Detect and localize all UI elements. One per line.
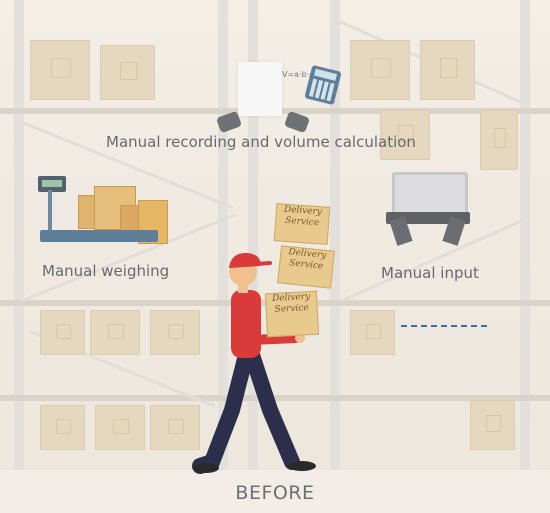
shelf-carton <box>380 110 430 160</box>
shelf-carton <box>150 310 200 355</box>
package-box: Delivery Service <box>277 245 335 289</box>
package-box: Delivery Service <box>264 290 320 338</box>
dashed-line <box>401 325 487 327</box>
shelf-upright <box>14 0 24 513</box>
paper-sheet <box>238 62 282 116</box>
recording-label: Manual recording and volume calculation <box>106 133 416 151</box>
package-box: Delivery Service <box>273 203 331 245</box>
shelf-upright <box>330 0 340 513</box>
shelf-carton <box>90 310 140 355</box>
floor <box>0 470 550 513</box>
shelf-carton <box>100 45 155 100</box>
volume-formula: V=a·b·c <box>282 70 314 79</box>
shelf-carton <box>350 40 410 100</box>
shelf-carton <box>40 405 85 450</box>
shelf-beam <box>0 395 550 401</box>
shelf-carton <box>150 405 200 450</box>
input-label: Manual input <box>381 264 479 282</box>
shelf-carton <box>95 405 145 450</box>
weighing-label: Manual weighing <box>42 262 170 280</box>
shelf-carton <box>480 110 518 170</box>
shelf-upright <box>520 0 530 513</box>
shelf-upright <box>218 0 228 513</box>
shelf-carton <box>420 40 475 100</box>
shelf-carton <box>350 310 395 355</box>
before-title: BEFORE <box>235 482 315 504</box>
shelf-carton <box>40 310 85 355</box>
shelf-carton <box>30 40 90 100</box>
shelf-carton <box>470 400 515 450</box>
